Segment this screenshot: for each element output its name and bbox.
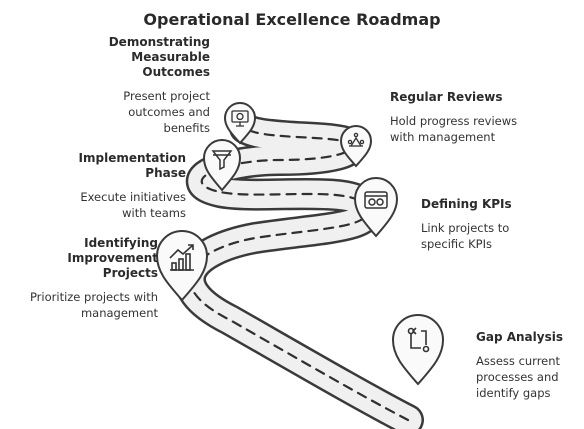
step-defining-kpis: Defining KPIs Link projects to specific … — [421, 197, 541, 252]
pin-gap-analysis — [391, 314, 445, 386]
step-improvement-projects: Identifying Improvement Projects Priorit… — [12, 236, 158, 321]
step-gap-analysis: Gap Analysis Assess current processes an… — [476, 330, 580, 401]
step-description: Execute initiatives with teams — [80, 190, 186, 220]
step-description: Link projects to specific KPIs — [421, 221, 510, 251]
presentation-icon — [231, 110, 249, 127]
growth-chart-icon — [169, 244, 194, 271]
dashboard-icon — [364, 191, 388, 209]
step-regular-reviews: Regular Reviews Hold progress reviews wi… — [390, 90, 520, 145]
step-heading: Defining KPIs — [421, 197, 512, 211]
step-heading: Regular Reviews — [390, 90, 503, 104]
pin-regular-reviews — [339, 125, 373, 168]
pin-improvement-projects — [155, 230, 209, 302]
funnel-icon — [211, 150, 233, 171]
step-description: Hold progress reviews with management — [390, 114, 518, 144]
step-description: Present project outcomes and benefits — [123, 89, 210, 135]
page-title: Operational Excellence Roadmap — [143, 10, 441, 29]
workflow-icon — [407, 327, 430, 353]
step-heading: Identifying Improvement Projects — [67, 236, 158, 280]
step-description: Assess current processes and identify ga… — [476, 354, 561, 400]
step-implementation-phase: Implementation Phase Execute initiatives… — [56, 151, 186, 221]
pin-measurable-outcomes — [223, 102, 257, 145]
step-heading: Implementation Phase — [78, 151, 186, 180]
step-heading: Gap Analysis — [476, 330, 563, 344]
meeting-icon — [347, 132, 365, 147]
step-description: Prioritize projects with management — [29, 290, 158, 320]
step-measurable-outcomes: Demonstrating Measurable Outcomes Presen… — [90, 35, 210, 136]
step-heading: Demonstrating Measurable Outcomes — [108, 35, 210, 79]
pin-defining-kpis — [353, 177, 399, 238]
pin-implementation-phase — [202, 139, 242, 192]
